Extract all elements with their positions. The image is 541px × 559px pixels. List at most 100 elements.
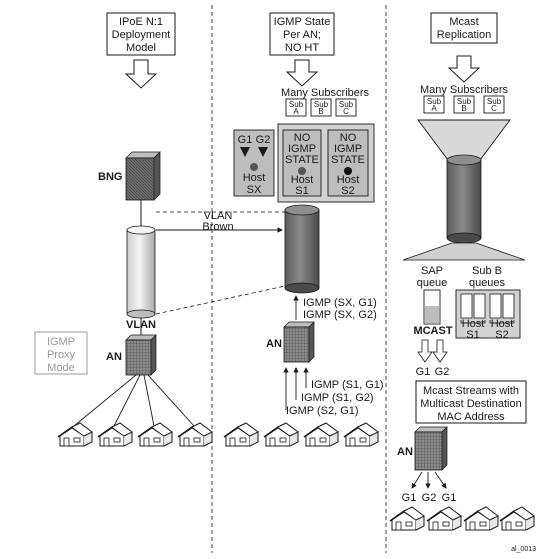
right-title-box [430,12,498,44]
middle-sub-c: Sub C [335,98,357,117]
bng-label: BNG [98,171,122,183]
right-sub-c: Sub C [483,95,505,114]
no-state-1-line-2: IGMP [288,143,316,155]
right-house-4 [499,506,535,531]
host-sx-line-2: SX [247,184,262,196]
left-title-box [106,12,176,56]
svg-text:Sub: Sub [427,97,442,106]
mcast-g1-arrow [417,339,433,363]
proxy-line-2: Proxy [47,349,76,361]
vlan-brown-line-1: VLAN [204,210,233,222]
right-bottom-g1-a: G1 [402,492,417,504]
right-house-3 [463,506,499,531]
mcast-g2-arrow [432,339,448,363]
left-title-line-2: Deployment [112,29,171,41]
host-s1-line-1: Host [291,174,314,186]
left-house-3 [137,422,173,447]
host-s2-dot [344,167,352,175]
right-g2-out: G2 [435,366,450,378]
svg-text:A: A [293,107,299,116]
igmp-s1-g2: IGMP (S1, G2) [301,392,374,404]
right-host-s1-line-2: S1 [466,329,479,341]
right-host-s2-line-2: S2 [495,329,508,341]
left-down-arrow [124,59,158,89]
right-down-arrow [447,55,481,83]
igmp-sx-g1: IGMP (SX, G1) [303,297,377,309]
middle-title-line-3: NO HT [285,42,320,54]
left-house-links [73,374,195,427]
streams-line-3: MAC Address [437,411,505,423]
no-state-2-line-3: STATE [331,154,365,166]
right-g1-out: G1 [416,366,431,378]
left-house-2 [97,422,133,447]
middle-an-label: AN [266,338,282,350]
no-state-panel-2 [327,129,369,197]
no-state-1-line-3: STATE [285,154,319,166]
host-s2-line-1: Host [337,174,360,186]
mcast-label: MCAST [413,325,452,337]
middle-title-line-2: Per AN; [283,29,321,41]
middle-sub-a: Sub A [285,98,307,117]
streams-line-2: Multicast Destination [420,398,522,410]
right-sub-b: Sub B [453,95,475,114]
right-house-2 [426,506,462,531]
svg-text:Sub: Sub [289,100,304,109]
left-house-4 [177,422,213,447]
right-house-1 [389,506,425,531]
middle-cylinder [284,204,320,294]
group-g1: G1 [238,134,253,146]
host-sx-line-1: Host [243,172,266,184]
right-an-switch [414,426,448,471]
no-state-panel-1 [282,129,322,197]
proxy-line-3: Mode [47,362,75,374]
right-out-arrow-1 [411,471,423,489]
svg-text:Sub: Sub [457,97,472,106]
left-title-line-1: IPoE N:1 [119,16,163,28]
igmp-s2-g1: IGMP (S2, G1) [286,405,359,417]
host-s2-line-2: S2 [341,185,354,197]
middle-title-line-1: IGMP State [274,16,331,28]
right-title-line-2: Replication [437,29,491,41]
vlan-brown-bottom-link [155,285,286,315]
right-host-s1-line-1: Host [462,318,485,330]
bng-router [125,151,161,201]
sap-queue-fill [425,306,439,323]
middle-house-3 [303,422,339,447]
left-house-1 [57,422,93,447]
middle-sub-b: Sub B [310,98,332,117]
figure-id: al_0013 [511,546,536,553]
host-s1-dot [298,167,306,175]
middle-down-arrow [285,59,319,87]
svg-text:Sub: Sub [487,97,502,106]
middle-house-2 [263,422,299,447]
igmp-s1-g1: IGMP (S1, G1) [311,379,384,391]
host-sx-dot [250,163,258,171]
right-bottom-g2: G2 [422,492,437,504]
subb-queue-bars [460,293,515,319]
sap-queue-line-1: SAP [421,265,443,277]
igmp-proxy-box [34,331,88,375]
svg-text:C: C [343,107,349,116]
svg-text:C: C [491,104,497,113]
right-sub-a: Sub A [423,95,445,114]
right-an-label: AN [397,446,413,458]
svg-text:Sub: Sub [314,100,329,109]
left-an-label: AN [106,351,122,363]
no-state-2-line-1: NO [340,132,357,144]
right-host-s2-line-1: Host [491,318,514,330]
proxy-line-1: IGMP [47,336,75,348]
streams-box [415,380,527,424]
right-bottom-g1-b: G1 [442,492,457,504]
igmp-sx-g2: IGMP (SX, G2) [303,309,377,321]
no-state-1-line-1: NO [294,132,311,144]
svg-text:Sub: Sub [339,100,354,109]
g1-down-triangle [240,147,250,157]
svg-text:B: B [318,107,323,116]
host-s1-line-2: S1 [295,185,308,197]
subb-queues-line-1: Sub B [472,265,502,277]
group-g2: G2 [256,134,271,146]
no-state-2-line-2: IGMP [334,143,362,155]
svg-text:B: B [461,104,466,113]
middle-house-1 [223,422,259,447]
